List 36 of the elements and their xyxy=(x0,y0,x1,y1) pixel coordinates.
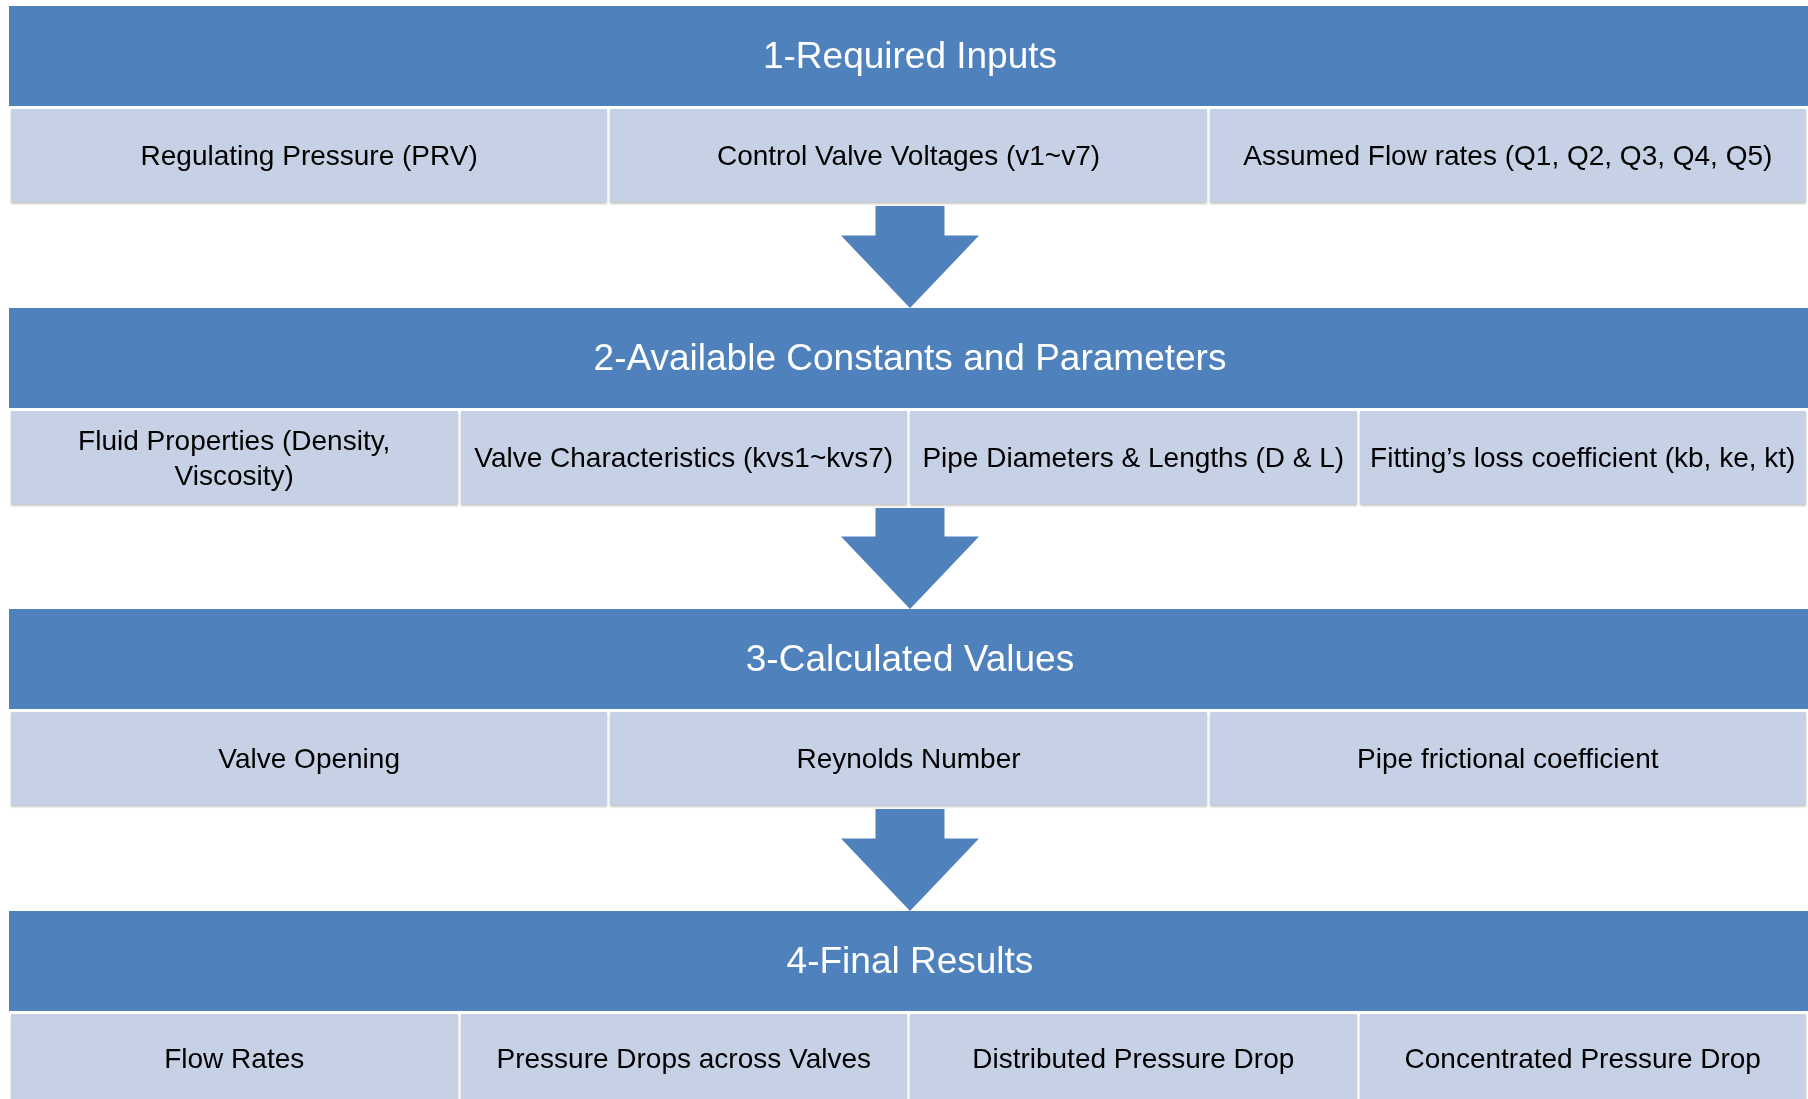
item-label: Fitting’s loss coefficient (kb, ke, kt) xyxy=(1370,441,1796,475)
item-cell xyxy=(610,109,1207,202)
stage-panel xyxy=(9,911,1808,1099)
stage-title: 2-Available Constants and Parameters xyxy=(593,337,1227,379)
item-cell xyxy=(1209,109,1806,202)
item-cell xyxy=(11,712,608,805)
item-cell xyxy=(1359,1014,1806,1099)
item-cell xyxy=(460,1014,907,1099)
item-cell xyxy=(910,411,1357,504)
block-arrow xyxy=(841,809,979,911)
item-label: Fluid Properties (Density, Viscosity) xyxy=(77,423,392,493)
item-label: Valve Opening xyxy=(218,742,400,776)
item-cell xyxy=(460,411,907,504)
item-cell xyxy=(610,712,1207,805)
item-label: Assumed Flow rates (Q1, Q2, Q3, Q4, Q5) xyxy=(1243,139,1773,173)
stage-title: 1-Required Inputs xyxy=(762,35,1058,77)
item-cell xyxy=(910,1014,1357,1099)
item-label: Concentrated Pressure Drop xyxy=(1404,1041,1761,1076)
item-label: Pressure Drops across Valves xyxy=(496,1041,871,1076)
item-cell xyxy=(1209,712,1806,805)
item-label: Valve Characteristics (kvs1~kvs7) xyxy=(474,441,894,475)
item-label: Pipe frictional coefficient xyxy=(1357,742,1659,776)
item-cell xyxy=(1359,411,1806,504)
item-label: Control Valve Voltages (v1~v7) xyxy=(716,139,1101,173)
item-label: Reynolds Number xyxy=(796,742,1021,776)
item-label: Regulating Pressure (PRV) xyxy=(140,139,478,173)
item-cell xyxy=(11,411,458,504)
item-label: Distributed Pressure Drop xyxy=(972,1041,1295,1076)
block-arrow xyxy=(841,508,979,609)
block-arrow xyxy=(841,206,979,308)
item-label: Pipe Diameters & Lengths (D & L) xyxy=(922,441,1345,475)
stage-title: 4-Final Results xyxy=(786,940,1034,982)
stage-title: 3-Calculated Values xyxy=(745,638,1075,680)
item-cell xyxy=(11,1014,458,1099)
item-cell xyxy=(11,109,608,202)
item-label: Flow Rates xyxy=(164,1041,305,1076)
